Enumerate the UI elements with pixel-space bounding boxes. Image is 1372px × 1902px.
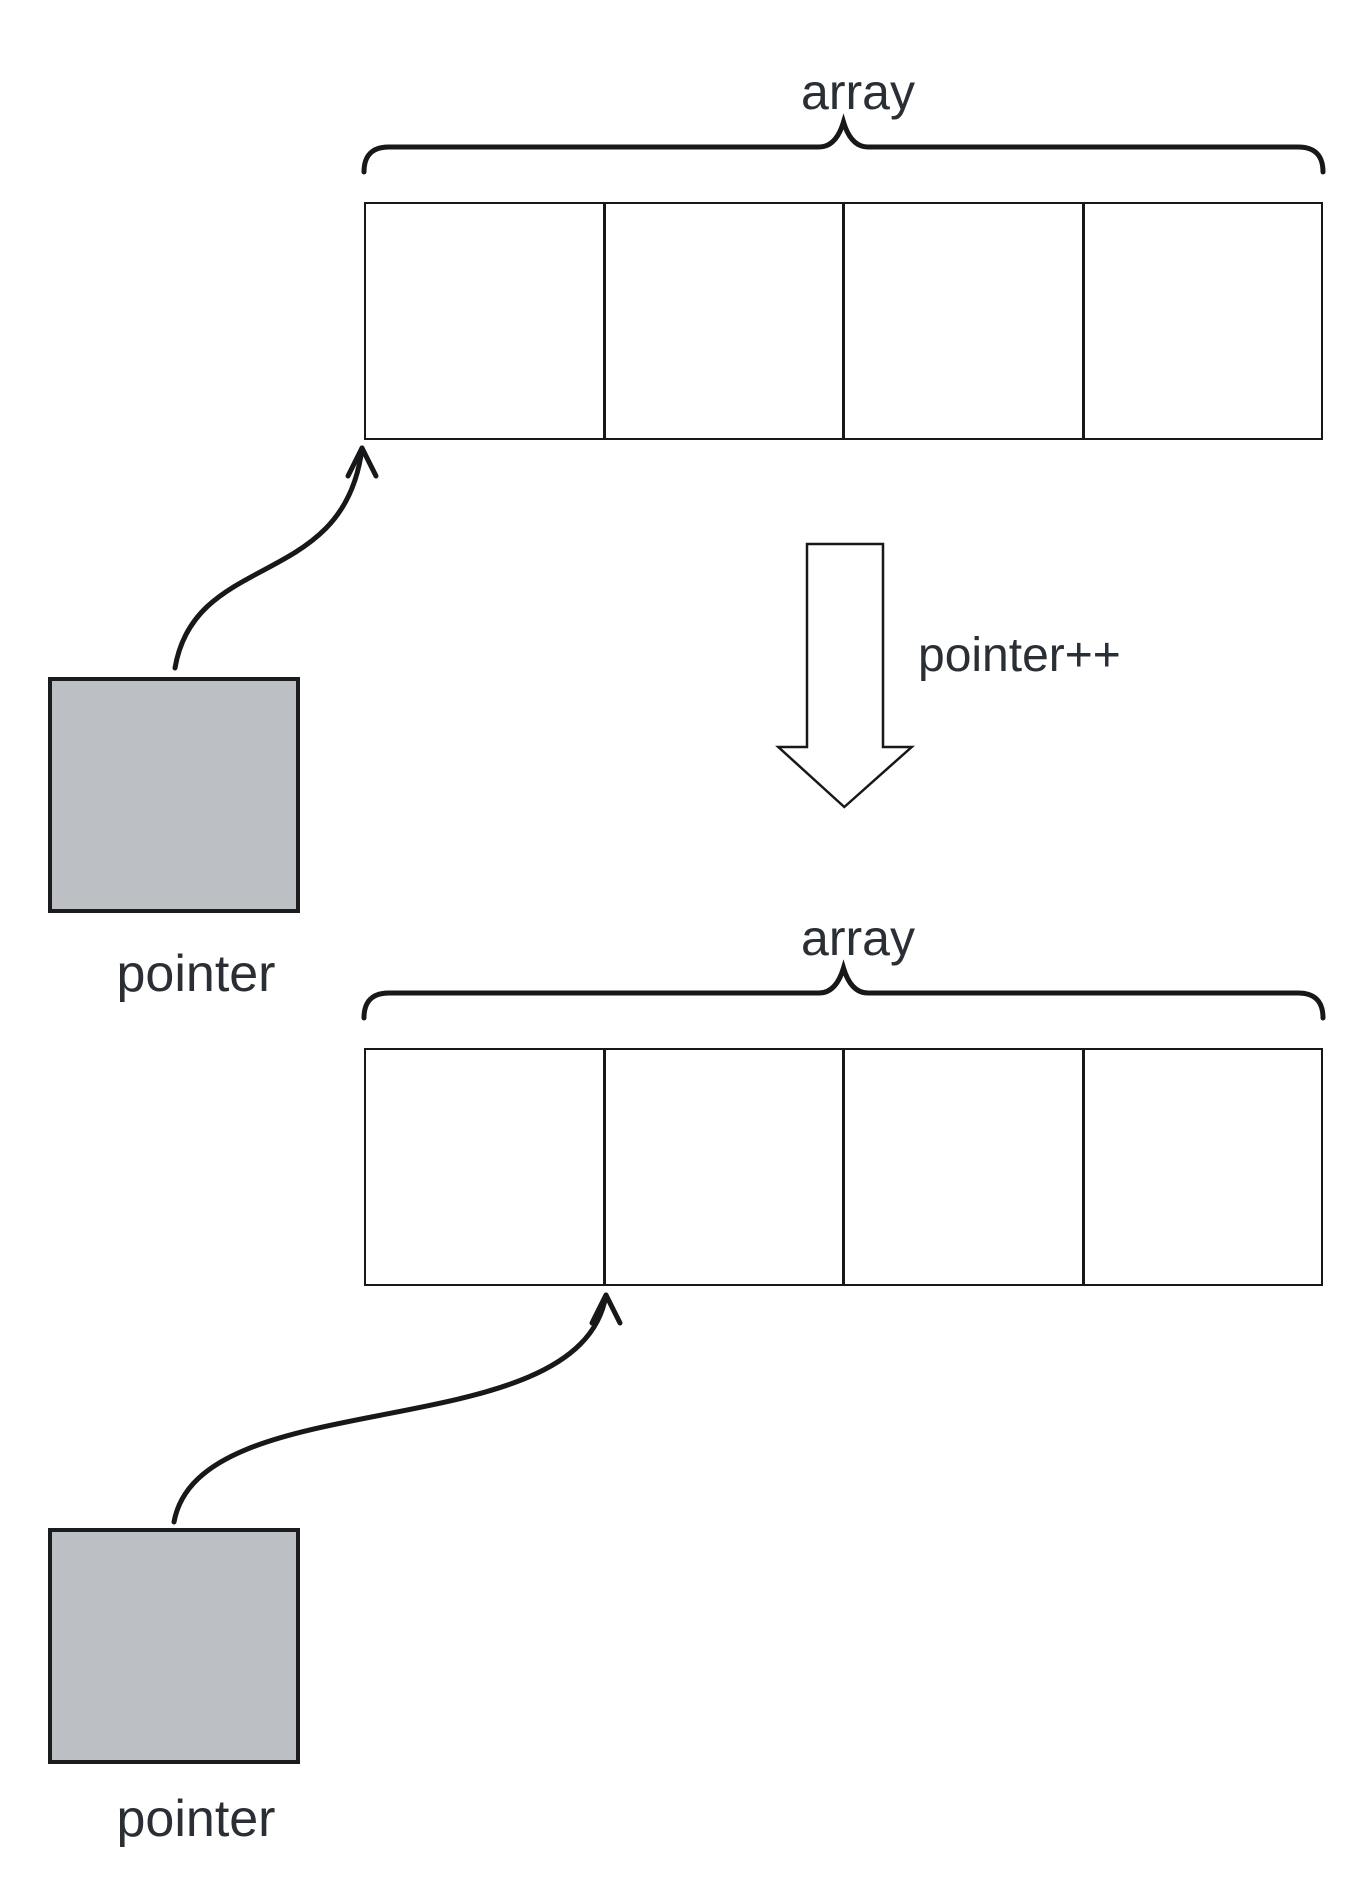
array-cell [1085, 1050, 1322, 1284]
curly-brace-before [361, 113, 1326, 175]
array-cell [845, 204, 1085, 438]
pointer-box-after [48, 1528, 300, 1764]
pointer-arrow-before [172, 445, 379, 671]
curly-brace-path [361, 959, 1326, 1021]
array-cell [845, 1050, 1085, 1284]
pointer-label-before: pointer [116, 945, 276, 1003]
array-cell [606, 204, 845, 438]
arrowhead-icon [589, 1292, 623, 1326]
array-label-after: array [801, 910, 915, 966]
arrowhead-icon [345, 445, 379, 479]
array-cell [366, 204, 606, 438]
curly-brace-after [361, 959, 1326, 1021]
arrow-curve [171, 1292, 609, 1525]
array-cell [366, 1050, 606, 1284]
curly-brace-path [361, 113, 1326, 175]
array-cell [1085, 204, 1322, 438]
array-cell [606, 1050, 845, 1284]
array-before [364, 202, 1323, 440]
arrow-curve [172, 445, 365, 671]
pointer-box-before [48, 677, 300, 913]
down-arrow-outline [775, 542, 915, 809]
pointer-label-after: pointer [116, 1790, 276, 1848]
operation-label: pointer++ [918, 629, 1121, 682]
array-label-before: array [801, 64, 915, 120]
pointer-arrow-after [171, 1292, 623, 1525]
down-arrow-icon [775, 542, 915, 809]
array-after [364, 1048, 1323, 1286]
